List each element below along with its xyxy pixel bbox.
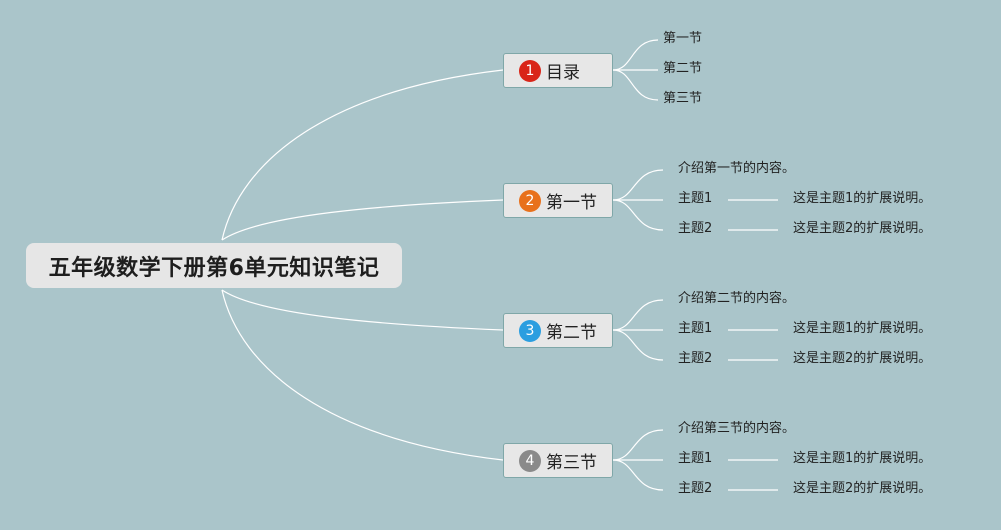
branch-topic-label: 第三节 [546, 453, 597, 473]
intro-text[interactable]: 介绍第三节的内容。 [678, 421, 796, 436]
number-badge-icon: 2 [519, 189, 541, 212]
subtopic-item[interactable]: 第一节 [663, 31, 703, 46]
topic-note[interactable]: 这是主题1的扩展说明。 [793, 451, 932, 466]
root-topic-label: 五年级数学下册第6单元知识笔记 [48, 255, 380, 281]
connector-root-branch-3 [221, 289, 504, 331]
branch-topic-label: 目录 [546, 63, 580, 83]
topic-note[interactable]: 这是主题2的扩展说明。 [793, 351, 932, 366]
topic-item[interactable]: 主题2 [678, 481, 713, 496]
connector-branch-intro [612, 429, 664, 461]
intro-text[interactable]: 介绍第一节的内容。 [678, 161, 796, 176]
connector-branch-intro [612, 169, 664, 201]
topic-note[interactable]: 这是主题1的扩展说明。 [793, 191, 932, 206]
connector-root-branch-2 [221, 199, 504, 241]
connector-branch-topic [612, 459, 664, 491]
intro-text[interactable]: 介绍第二节的内容。 [678, 291, 796, 306]
topic-item[interactable]: 主题1 [678, 321, 713, 336]
subtopic-item[interactable]: 第二节 [663, 61, 703, 76]
topic-note[interactable]: 这是主题2的扩展说明。 [793, 481, 932, 496]
connector-root-branch-4 [221, 289, 504, 461]
topic-item[interactable]: 主题2 [678, 351, 713, 366]
root-topic[interactable]: 五年级数学下册第6单元知识笔记 [26, 243, 402, 288]
number-badge-icon: 1 [519, 59, 541, 82]
branch-topic-label: 第一节 [546, 193, 597, 213]
subtopic-item[interactable]: 第三节 [663, 91, 703, 106]
connector-branch-topic [612, 329, 664, 361]
connector-branch-child [612, 69, 659, 101]
connector-branch-topic [612, 199, 664, 231]
topic-item[interactable]: 主题2 [678, 221, 713, 236]
topic-item[interactable]: 主题1 [678, 191, 713, 206]
connector-root-branch-1 [221, 69, 504, 241]
number-badge-icon: 3 [519, 319, 541, 342]
topic-note[interactable]: 这是主题2的扩展说明。 [793, 221, 932, 236]
branch-topic-label: 第二节 [546, 323, 597, 343]
number-badge-icon: 4 [519, 449, 541, 472]
topic-item[interactable]: 主题1 [678, 451, 713, 466]
connector-branch-child [612, 39, 659, 71]
topic-note[interactable]: 这是主题1的扩展说明。 [793, 321, 932, 336]
connector-branch-intro [612, 299, 664, 331]
